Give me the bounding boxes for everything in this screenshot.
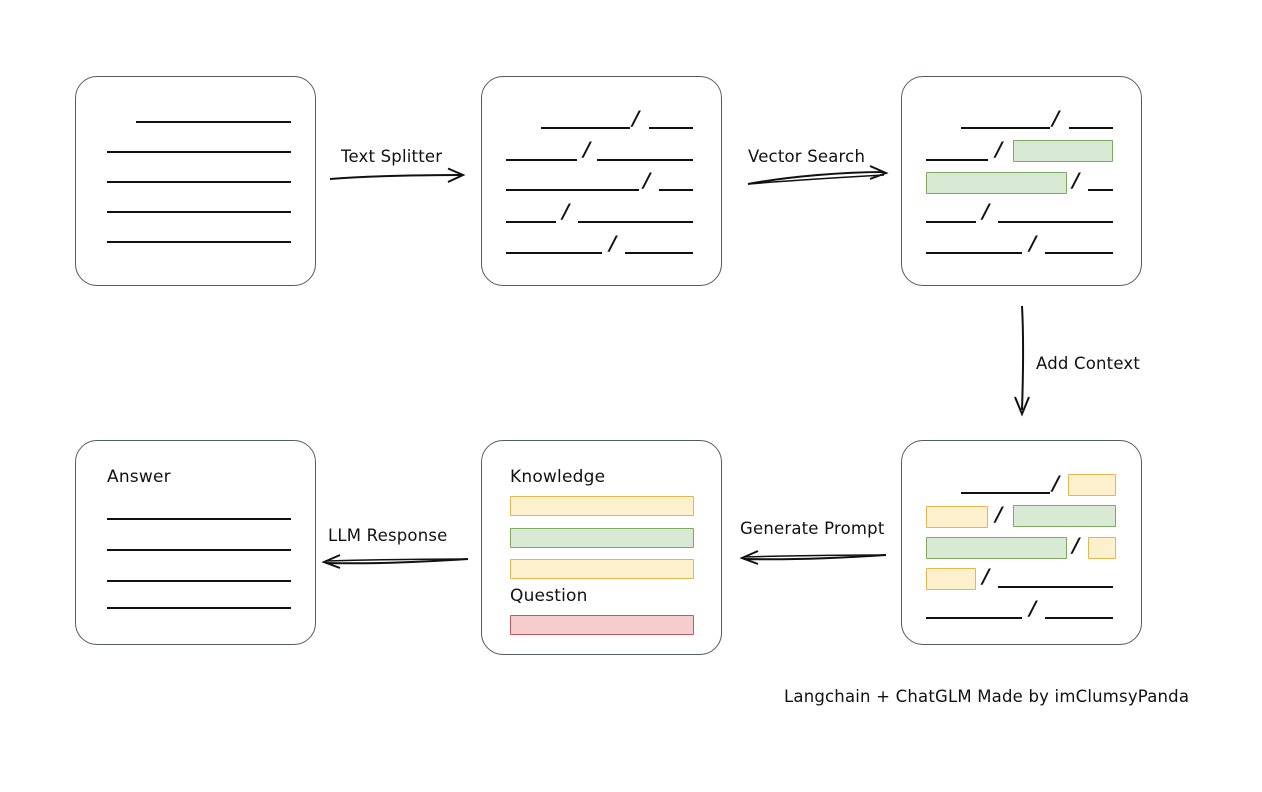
arrow-llm-response xyxy=(321,554,469,569)
document-line xyxy=(107,181,291,183)
chunk-separator: / xyxy=(583,137,591,161)
document-line xyxy=(107,241,291,243)
chunk-segment xyxy=(998,586,1113,588)
answer-label: Answer xyxy=(107,467,171,487)
arrow-generate-prompt xyxy=(739,550,887,565)
chunk-segment-matched xyxy=(1013,140,1113,162)
chunk-separator: / xyxy=(995,502,1003,526)
document-line xyxy=(107,211,291,213)
chunk-segment-context xyxy=(1068,474,1116,496)
chunk-segment xyxy=(578,221,693,223)
chunk-separator: / xyxy=(1072,533,1080,557)
chunk-segment-context xyxy=(926,506,988,528)
document-line xyxy=(136,121,291,123)
node-answer[interactable]: Answer xyxy=(75,440,316,645)
chunk-segment xyxy=(506,189,639,191)
chunk-segment xyxy=(998,221,1113,223)
question-bar-red xyxy=(510,615,694,635)
knowledge-label: Knowledge xyxy=(510,467,606,487)
arrow-text-splitter xyxy=(329,167,466,183)
chunk-separator: / xyxy=(1072,168,1080,192)
chunk-segment xyxy=(961,127,1050,129)
chunk-separator: / xyxy=(609,231,617,255)
edge-label-generate-prompt: Generate Prompt xyxy=(740,519,885,538)
chunk-segment xyxy=(1088,189,1113,191)
chunk-segment xyxy=(961,492,1050,494)
node-context-chunks[interactable]: / / / / / xyxy=(901,440,1142,645)
chunk-segment xyxy=(506,159,577,161)
document-line xyxy=(107,151,291,153)
node-split-chunks[interactable]: / / / / / xyxy=(481,76,722,286)
chunk-segment xyxy=(541,127,630,129)
edge-label-llm-response: LLM Response xyxy=(328,526,448,545)
chunk-separator: / xyxy=(995,137,1003,161)
arrow-vector-search xyxy=(747,165,889,185)
chunk-segment xyxy=(1069,127,1113,129)
chunk-separator: / xyxy=(632,106,640,130)
chunk-segment xyxy=(1045,252,1113,254)
chunk-segment xyxy=(625,252,693,254)
chunk-segment xyxy=(506,252,602,254)
chunk-segment-matched xyxy=(1013,505,1116,527)
question-label: Question xyxy=(510,586,588,606)
chunk-separator: / xyxy=(982,199,990,223)
answer-line xyxy=(107,518,291,520)
chunk-separator: / xyxy=(1052,106,1060,130)
chunk-separator: / xyxy=(643,168,651,192)
chunk-separator: / xyxy=(1029,596,1037,620)
chunk-segment xyxy=(926,159,988,161)
chunk-segment xyxy=(926,221,976,223)
chunk-separator: / xyxy=(1052,471,1060,495)
chunk-segment-context xyxy=(926,568,976,590)
knowledge-bar-green xyxy=(510,528,694,548)
answer-line xyxy=(107,607,291,609)
node-prompt[interactable]: Knowledge Question xyxy=(481,440,722,655)
answer-line xyxy=(107,580,291,582)
chunk-segment xyxy=(926,252,1022,254)
arrow-add-context xyxy=(1014,305,1030,417)
chunk-separator: / xyxy=(1029,231,1037,255)
chunk-segment-matched xyxy=(926,172,1067,194)
chunk-separator: / xyxy=(982,564,990,588)
edge-label-text-splitter: Text Splitter xyxy=(341,147,443,166)
chunk-segment xyxy=(926,617,1022,619)
knowledge-bar-yellow xyxy=(510,496,694,516)
chunk-segment xyxy=(506,221,556,223)
edge-label-add-context: Add Context xyxy=(1036,354,1141,373)
edge-label-vector-search: Vector Search xyxy=(748,147,866,166)
chunk-segment xyxy=(659,189,693,191)
chunk-segment xyxy=(1045,617,1113,619)
answer-line xyxy=(107,549,291,551)
node-source-document[interactable] xyxy=(75,76,316,286)
chunk-segment-matched xyxy=(926,537,1067,559)
chunk-segment-context xyxy=(1088,537,1116,559)
chunk-segment xyxy=(649,127,693,129)
knowledge-bar-yellow xyxy=(510,559,694,579)
chunk-segment xyxy=(597,159,693,161)
footer-attribution: Langchain + ChatGLM Made by imClumsyPand… xyxy=(784,687,1190,706)
chunk-separator: / xyxy=(562,199,570,223)
node-matched-chunks[interactable]: / / / / / xyxy=(901,76,1142,286)
